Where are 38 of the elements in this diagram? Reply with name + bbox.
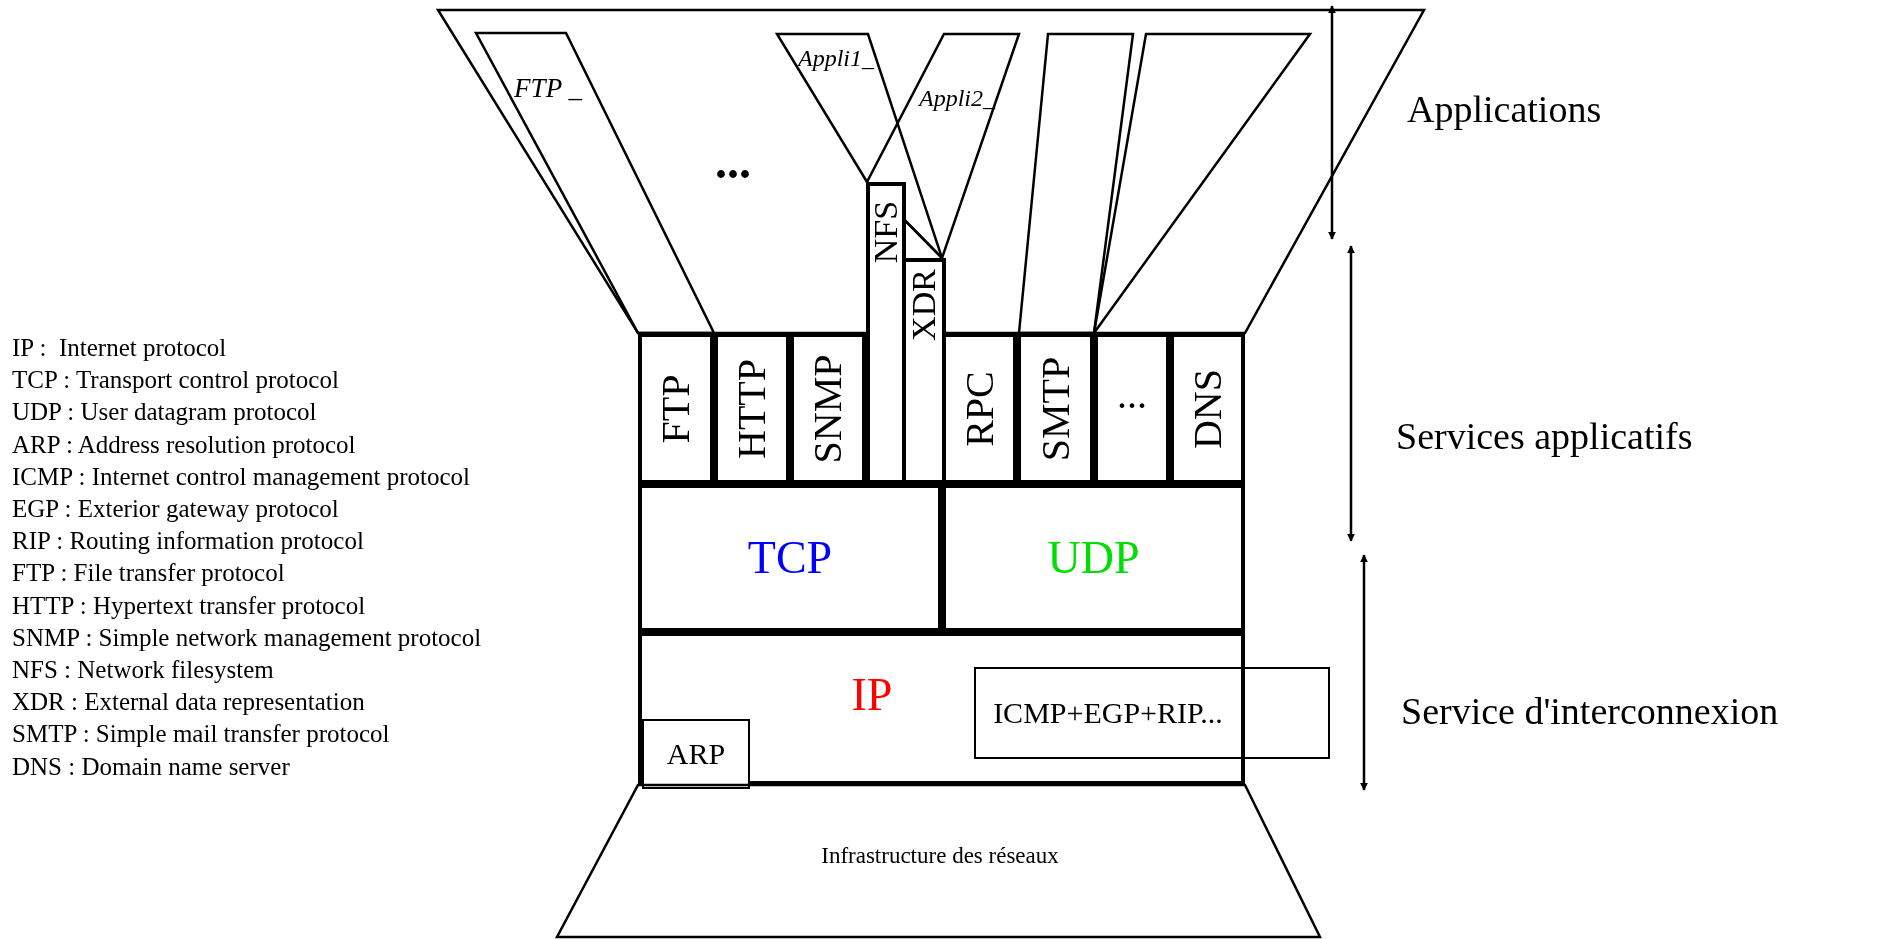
protocol-name: ARP	[666, 739, 726, 769]
abbreviation-definition: HTTP : Hypertext transfer protocol	[12, 592, 366, 618]
protocol-name: IP	[851, 672, 893, 718]
protocol-box	[642, 719, 750, 789]
application-name: Appli2_	[919, 86, 995, 110]
abbreviation-definition: RIP : Routing information protocol	[12, 528, 364, 554]
protocol-name: DNS	[1187, 368, 1228, 449]
protocol-name: UDP	[1047, 535, 1140, 581]
protocol-name: ICMP+EGP+RIP...	[993, 698, 1223, 728]
layer-name: Infrastructure des réseaux	[821, 843, 1059, 867]
protocol-name: SMTP	[1035, 356, 1076, 461]
level-label: Applications	[1407, 90, 1602, 128]
application-name: Appli1_	[798, 46, 874, 70]
protocol-name: SNMP	[808, 354, 848, 463]
abbreviation-definition: XDR : External data representation	[12, 689, 365, 715]
protocol-name: RPC	[959, 370, 1000, 447]
application-name: FTP _	[514, 74, 582, 102]
protocol-name: TCP	[747, 535, 833, 581]
abbreviation-definition: SMTP : Simple mail transfer protocol	[12, 721, 390, 747]
protocol-name: FTP	[656, 374, 696, 443]
abbreviation-definition: SNMP : Simple network management protocol	[12, 624, 482, 650]
protocol-box	[974, 667, 1330, 759]
protocol-name: XDR	[907, 269, 941, 341]
abbreviation-definition: DNS : Domain name server	[12, 753, 290, 779]
protocol-name: ...	[1117, 375, 1147, 415]
abbreviation-definition: ARP : Address resolution protocol	[12, 431, 356, 457]
abbreviation-definition: IP : Internet protocol	[12, 335, 227, 360]
abbreviation-definition: NFS : Network filesystem	[12, 657, 274, 682]
abbreviation-definition: ICMP : Internet control management protocol	[12, 463, 470, 489]
abbreviation-definition: EGP : Exterior gateway protocol	[12, 496, 339, 521]
abbreviation-definition: FTP : File transfer protocol	[12, 560, 285, 586]
abbreviation-definition: TCP : Transport control protocol	[12, 367, 339, 393]
ellipsis: ...	[715, 138, 751, 186]
level-label: Services applicatifs	[1396, 417, 1693, 455]
protocol-name: HTTP	[732, 358, 772, 459]
protocol-name: NFS	[869, 200, 903, 264]
level-label: Service d'interconnexion	[1401, 692, 1779, 730]
abbreviation-definition: UDP : User datagram protocol	[12, 399, 317, 425]
